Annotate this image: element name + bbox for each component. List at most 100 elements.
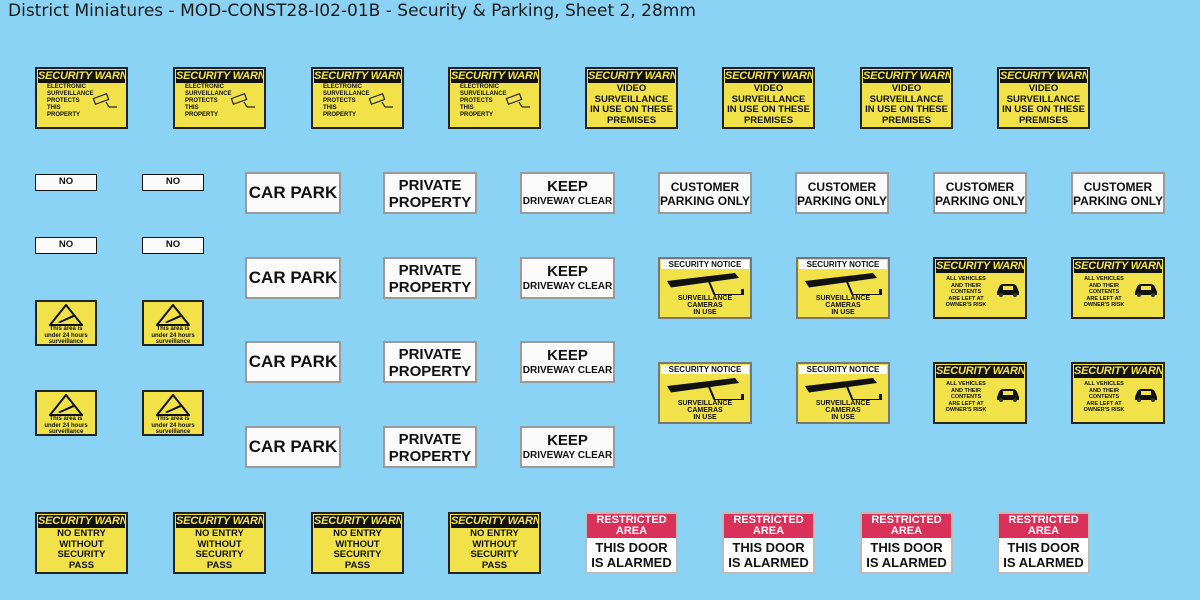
private-property-sign: PRIVATE PROPERTY: [383, 341, 477, 383]
sign-header: SECURITY WARNING: [588, 70, 678, 83]
cctv-camera-icon: [368, 93, 393, 108]
sign-header: SECURITY WARNING: [176, 70, 266, 83]
sign-keep: KEEP: [547, 263, 588, 280]
sign-text: NO HAWKERS: [58, 176, 74, 187]
car-icon: [1135, 284, 1157, 297]
sign-header: SECURITY WARNING: [38, 515, 128, 528]
sign-header: SECURITY WARNING: [314, 70, 404, 83]
sign-text: CAR PARK: [248, 183, 338, 202]
area-surveillance-sign: This area is under 24 hours surveillance: [142, 300, 204, 346]
private-property-sign: PRIVATE PROPERTY: [383, 257, 477, 299]
customer-parking-sign: CUSTOMER PARKING ONLY: [933, 172, 1027, 214]
sign-header: SECURITY WARNING: [863, 70, 953, 83]
sign-text: THIS DOOR IS ALARMED: [1003, 540, 1084, 570]
vehicle-risk-warning-sign: SECURITY WARNING ALL VEHICLES AND THEIR C…: [1071, 362, 1165, 424]
sign-text: VIDEO SURVEILLANCE IN USE ON THESE PREMI…: [865, 83, 948, 126]
sign-text: ALL VEHICLES AND THEIR CONTENTS ARE LEFT…: [1083, 276, 1125, 308]
sign-text: PRIVATE PROPERTY: [388, 177, 472, 211]
sign-text: ELECTRONIC SURVEILLANCE PROTECTS THIS PR…: [323, 84, 370, 118]
sign-text: This area is under 24 hours surveillance: [151, 416, 195, 435]
sign-text: PRIVATE PROPERTY: [388, 262, 472, 296]
car-park-sign: CAR PARK: [245, 172, 341, 214]
security-warning-sign: SECURITY WARNINGVIDEO SURVEILLANCE IN US…: [860, 67, 953, 129]
sign-header: SECURITY WARNING: [936, 260, 1026, 273]
sign-keep: KEEP: [547, 178, 588, 195]
sign-text: CUSTOMER PARKING ONLY: [797, 180, 888, 208]
sign-text: PRIVATE PROPERTY: [388, 346, 472, 380]
sign-text: CUSTOMER PARKING ONLY: [1073, 180, 1164, 208]
car-park-sign: CAR PARK: [245, 341, 341, 383]
security-warning-sign: SECURITY WARNINGVIDEO SURVEILLANCE IN US…: [722, 67, 815, 129]
sign-text: CAR PARK: [248, 437, 338, 456]
sign-text: ALL VEHICLES AND THEIR CONTENTS ARE LEFT…: [945, 381, 987, 413]
no-hawkers-sign: NO HAWKERS: [35, 174, 97, 191]
no-entry-warning-sign: SECURITY WARNINGNO ENTRY WITHOUT SECURIT…: [311, 512, 404, 574]
sign-header: SECURITY WARNING: [1074, 365, 1164, 378]
sign-header: RESTRICTED AREA: [862, 514, 951, 538]
sign-text: ALL VEHICLES AND THEIR CONTENTS ARE LEFT…: [1083, 381, 1125, 413]
cctv-camera-icon: [230, 93, 255, 108]
area-surveillance-sign: This area is under 24 hours surveillance: [142, 390, 204, 436]
vehicle-risk-warning-sign: SECURITY WARNINGALL VEHICLES AND THEIR C…: [933, 257, 1027, 319]
sign-text: CUSTOMER PARKING ONLY: [935, 180, 1026, 208]
sign-text: CAR PARK: [248, 268, 338, 287]
sign-text: NO ENTRY WITHOUT SECURITY PASS: [470, 528, 519, 571]
sign-header: SECURITY WARNING: [314, 515, 404, 528]
sign-text: PRIVATE PROPERTY: [388, 431, 472, 465]
warning-triangle-icon: [49, 304, 83, 326]
sign-driveway: DRIVEWAY CLEAR: [522, 365, 613, 376]
sign-header: SECURITY NOTICE: [799, 365, 887, 374]
car-icon: [997, 284, 1019, 297]
sign-header: SECURITY NOTICE: [661, 260, 749, 269]
sign-text: This area is under 24 hours surveillance: [44, 326, 88, 345]
sign-text: This area is under 24 hours surveillance: [151, 326, 195, 345]
warning-triangle-icon: [156, 304, 190, 326]
security-warning-sign: SECURITY WARNINGELECTRONIC SURVEILLANCE …: [311, 67, 404, 129]
sign-keep: KEEP: [547, 347, 588, 364]
sign-header: SECURITY WARNING: [1074, 260, 1164, 273]
sign-text: ELECTRONIC SURVEILLANCE PROTECTS THIS PR…: [47, 84, 94, 118]
sign-text: VIDEO SURVEILLANCE IN USE ON THESE PREMI…: [727, 83, 810, 126]
sign-text: NO ENTRY WITHOUT SECURITY PASS: [57, 528, 106, 571]
security-warning-sign: SECURITY WARNINGELECTRONIC SURVEILLANCE …: [448, 67, 541, 129]
sign-header: SECURITY WARNING: [451, 70, 541, 83]
customer-parking-sign: CUSTOMER PARKING ONLY: [1071, 172, 1165, 214]
sign-text: THIS DOOR IS ALARMED: [866, 540, 947, 570]
sign-text: THIS DOOR IS ALARMED: [591, 540, 672, 570]
vehicle-risk-warning-sign: SECURITY WARNING ALL VEHICLES AND THEIR C…: [1071, 257, 1165, 319]
sign-text: NO ENTRY WITHOUT SECURITY PASS: [195, 528, 244, 571]
sign-footer: SURVEILLANCE CAMERAS IN USE: [799, 400, 887, 421]
sign-header: RESTRICTED AREA: [724, 514, 813, 538]
sign-keep: KEEP: [547, 432, 588, 449]
no-entry-warning-sign: SECURITY WARNINGNO ENTRY WITHOUT SECURIT…: [448, 512, 541, 574]
sign-header: SECURITY WARNING: [725, 70, 815, 83]
car-park-sign: CAR PARK: [245, 426, 341, 468]
sign-header: RESTRICTED AREA: [587, 514, 676, 538]
sign-footer: SURVEILLANCE CAMERAS IN USE: [661, 295, 749, 316]
sign-text: ELECTRONIC SURVEILLANCE PROTECTS THIS PR…: [185, 84, 232, 118]
sign-text: NO HAWKERS: [165, 176, 181, 187]
sign-footer: SURVEILLANCE CAMERAS IN USE: [661, 400, 749, 421]
no-hawkers-sign: NO HAWKERS: [35, 237, 97, 254]
security-warning-sign: SECURITY WARNINGELECTRONIC SURVEILLANCE …: [173, 67, 266, 129]
private-property-sign: PRIVATE PROPERTY: [383, 172, 477, 214]
security-warning-sign: SECURITY WARNINGELECTRONIC SURVEILLANCE …: [35, 67, 128, 129]
sign-text: NO HAWKERS: [165, 239, 181, 250]
security-warning-sign: SECURITY WARNINGVIDEO SURVEILLANCE IN US…: [585, 67, 678, 129]
sign-header: RESTRICTED AREA: [999, 514, 1088, 538]
car-icon: [1135, 389, 1157, 402]
sign-header: SECURITY WARNING: [38, 70, 128, 83]
sign-text: VIDEO SURVEILLANCE IN USE ON THESE PREMI…: [1002, 83, 1085, 126]
sign-driveway: DRIVEWAY CLEAR: [522, 196, 613, 207]
sign-text: NO HAWKERS: [58, 239, 74, 250]
cctv-camera-icon: [92, 93, 117, 108]
